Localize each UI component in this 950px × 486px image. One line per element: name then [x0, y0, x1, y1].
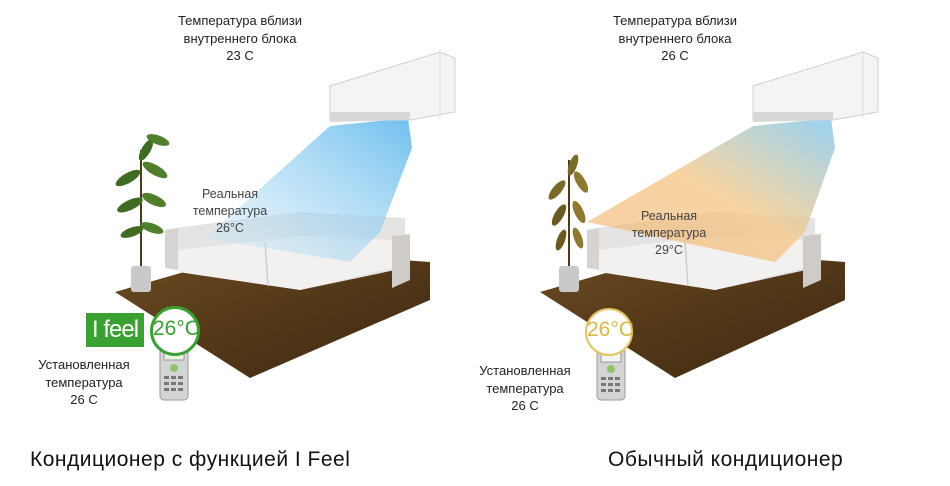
panel-caption: Кондиционер с функцией I Feel — [30, 448, 351, 471]
floor-rug — [115, 250, 430, 378]
air-conditioner-icon — [329, 51, 456, 122]
regular-ac-panel: Температура вблизи внутреннего блока 26 … — [475, 0, 950, 486]
remote-control-icon — [596, 345, 626, 401]
real-label-line1: Реальная — [640, 209, 698, 223]
unit-temp-value: 23 C — [226, 48, 254, 64]
real-temp-value: 26°C — [216, 220, 244, 235]
remote-temp-circle: 26°C — [150, 306, 200, 356]
unit-temperature-label: Температура вблизи внутреннего блока 26 … — [585, 12, 765, 65]
unit-label-line1: Температура вблизи — [612, 13, 738, 28]
real-label-line2: температура — [631, 225, 707, 240]
room-scene-illustration — [115, 51, 456, 401]
set-label-line2: температура — [45, 374, 123, 390]
panel-caption: Обычный кондиционер — [608, 448, 844, 471]
real-temp-value: 29°C — [655, 242, 683, 257]
set-temp-value: 26 C — [511, 398, 539, 414]
remote-temp-circle: 26°C — [585, 308, 634, 356]
set-label-line1: Установленная — [479, 363, 571, 378]
set-label-line1: Установленная — [38, 357, 130, 372]
real-temperature-label: Реальная температура 29°C — [619, 208, 719, 259]
real-label-line2: температура — [192, 203, 268, 218]
real-label-line1: Реальная — [201, 187, 259, 201]
plant-icon — [115, 134, 170, 292]
airflow-cone — [205, 118, 412, 262]
set-temperature-label: Установленная температура 26 C — [465, 362, 585, 415]
set-temperature-label: Установленная температура 26 C — [24, 356, 144, 409]
room-scene-illustration — [540, 51, 879, 401]
unit-temp-value: 26 C — [661, 48, 689, 64]
unit-label-line1: Температура вблизи — [177, 13, 303, 28]
airflow-cone — [587, 118, 835, 262]
unit-temperature-label: Температура вблизи внутреннего блока 23 … — [150, 12, 330, 65]
i-feel-panel: Температура вблизи внутреннего блока 23 … — [24, 12, 456, 471]
real-temperature-label: Реальная температура 26°C — [180, 186, 280, 237]
floor-rug — [540, 250, 845, 378]
plant-icon — [548, 154, 589, 292]
set-temp-value: 26 C — [70, 392, 98, 408]
i-feel-badge: I feel — [86, 313, 145, 347]
air-conditioner-icon — [752, 51, 879, 122]
unit-label-line2: внутреннего блока — [183, 30, 297, 46]
set-label-line2: температура — [486, 380, 564, 396]
unit-label-line2: внутреннего блока — [618, 30, 732, 46]
